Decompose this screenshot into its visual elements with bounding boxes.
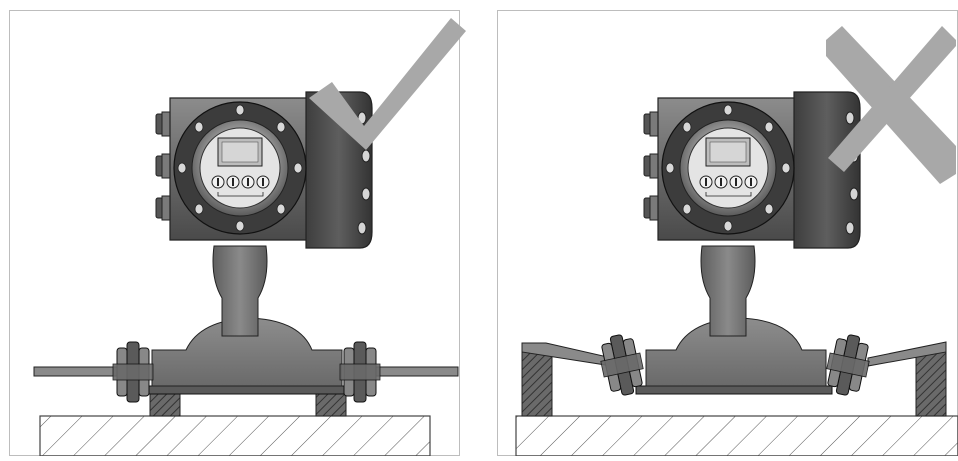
support-post-right [916, 352, 946, 416]
ground-surface [40, 416, 430, 456]
support-block-left [150, 392, 180, 416]
ground-surface [516, 416, 958, 456]
panel-correct [10, 11, 467, 457]
pipe-outlet [370, 367, 458, 376]
flange-right [340, 342, 380, 402]
panel-incorrect [498, 11, 958, 457]
pipe-inlet [34, 367, 126, 376]
support-block-right [316, 392, 346, 416]
flange-left [113, 342, 153, 402]
support-post-left [522, 352, 552, 416]
